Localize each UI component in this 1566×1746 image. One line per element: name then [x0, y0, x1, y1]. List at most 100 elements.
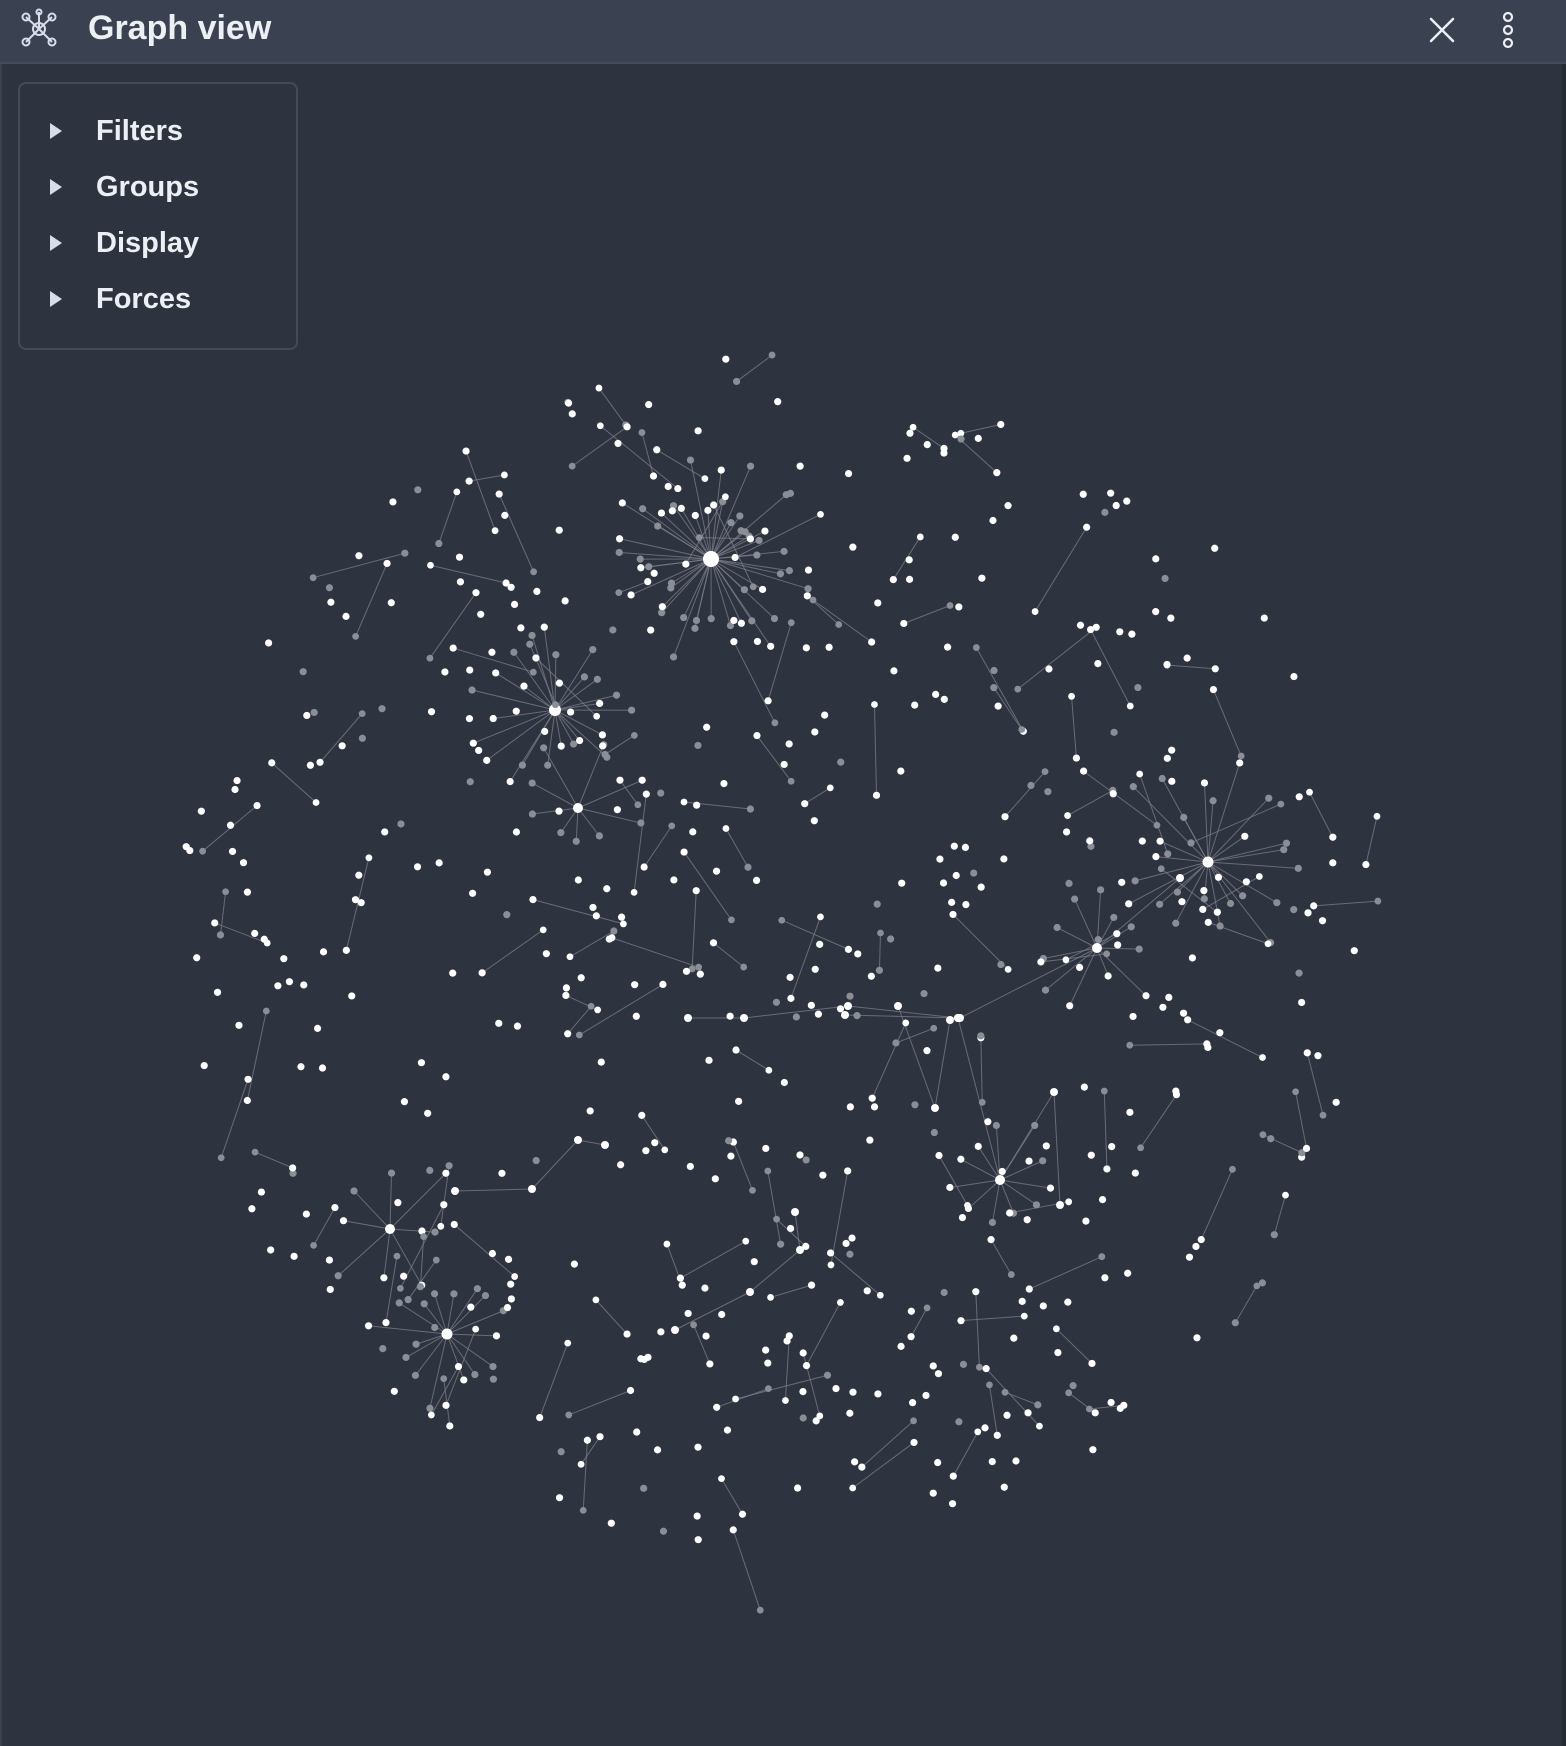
graph-node[interactable] [692, 887, 700, 895]
graph-node[interactable] [844, 1002, 852, 1010]
graph-node[interactable] [1156, 837, 1164, 845]
graph-node[interactable] [1163, 754, 1171, 762]
graph-node[interactable] [431, 1228, 439, 1236]
graph-node[interactable] [903, 454, 911, 462]
graph-node[interactable] [566, 953, 574, 961]
graph-node[interactable] [929, 1362, 937, 1370]
graph-node[interactable] [364, 1322, 373, 1330]
graph-node[interactable] [1362, 860, 1370, 869]
graph-node[interactable] [193, 954, 201, 962]
graph-node[interactable] [1350, 947, 1358, 955]
graph-node[interactable] [794, 1484, 802, 1492]
graph-node[interactable] [416, 1283, 424, 1291]
graph-node[interactable] [449, 969, 457, 977]
graph-node[interactable] [465, 477, 473, 485]
graph-node[interactable] [978, 1098, 986, 1106]
graph-node[interactable] [589, 903, 597, 912]
graph-node[interactable] [934, 1370, 943, 1378]
graph-node[interactable] [730, 616, 738, 625]
graph-node[interactable] [692, 616, 701, 625]
graph-node[interactable] [964, 1201, 971, 1209]
graph-node[interactable] [528, 1185, 536, 1193]
graph-node[interactable] [355, 552, 363, 560]
graph-node[interactable] [816, 1412, 824, 1420]
graph-node[interactable] [1065, 1389, 1073, 1397]
graph-node[interactable] [874, 1390, 882, 1398]
graph-node[interactable] [632, 1012, 640, 1020]
graph-node[interactable] [619, 920, 627, 928]
graph-node[interactable] [823, 1371, 832, 1379]
graph-node[interactable] [1070, 895, 1079, 903]
graph-node[interactable] [1036, 1422, 1043, 1430]
graph-node[interactable] [264, 639, 273, 647]
graph-node[interactable] [890, 667, 898, 675]
graph-node[interactable] [466, 666, 474, 674]
graph-node[interactable] [753, 551, 761, 559]
graph-node[interactable] [503, 911, 511, 919]
graph-node[interactable] [737, 619, 746, 627]
graph-node[interactable] [850, 1458, 859, 1466]
graph-node[interactable] [557, 829, 565, 837]
graph-node[interactable] [693, 801, 701, 809]
graph-node[interactable] [233, 776, 241, 785]
graph-node[interactable] [1200, 886, 1208, 895]
graph-node[interactable] [1065, 879, 1073, 887]
graph-node[interactable] [417, 1059, 426, 1067]
graph-node[interactable] [807, 1001, 815, 1009]
graph-node[interactable] [426, 654, 434, 662]
graph-node[interactable] [1082, 1217, 1090, 1225]
graph-node[interactable] [574, 876, 582, 884]
graph-node[interactable] [710, 501, 718, 509]
graph-node[interactable] [640, 863, 648, 871]
graph-node[interactable] [468, 686, 476, 694]
graph-node[interactable] [435, 539, 443, 548]
graph-node[interactable] [803, 592, 811, 600]
graph-node[interactable] [262, 1007, 270, 1015]
graph-node[interactable] [661, 1146, 669, 1154]
graph-node[interactable] [972, 644, 980, 651]
graph-node[interactable] [542, 950, 550, 958]
graph-node[interactable] [637, 819, 645, 827]
graph-node[interactable] [688, 965, 696, 973]
graph-node[interactable] [771, 719, 779, 727]
graph-node[interactable] [478, 969, 486, 977]
graph-node[interactable] [898, 879, 906, 887]
graph-node[interactable] [222, 888, 230, 896]
graph-node[interactable] [1306, 788, 1313, 796]
graph-node[interactable] [972, 1288, 980, 1296]
graph-node[interactable] [703, 723, 711, 731]
graph-node[interactable] [414, 486, 422, 494]
graph-node[interactable] [568, 410, 576, 418]
graph-node[interactable] [506, 777, 514, 786]
graph-node[interactable] [500, 471, 508, 479]
graph-node[interactable] [841, 1011, 849, 1019]
graph-node[interactable] [549, 704, 561, 716]
graph-node[interactable] [217, 1154, 225, 1162]
graph-node[interactable] [974, 1142, 982, 1150]
graph-node[interactable] [807, 1281, 816, 1289]
graph-node[interactable] [678, 1281, 686, 1289]
graph-node[interactable] [1374, 897, 1382, 905]
graph-node[interactable] [796, 462, 804, 470]
graph-node[interactable] [1168, 746, 1176, 754]
graph-node[interactable] [645, 563, 653, 571]
graph-node[interactable] [649, 472, 658, 480]
graph-node[interactable] [379, 1344, 387, 1353]
graph-node[interactable] [617, 1161, 625, 1169]
graph-node[interactable] [274, 982, 282, 990]
graph-node[interactable] [532, 1156, 540, 1165]
graph-node[interactable] [228, 847, 237, 856]
graph-node[interactable] [1197, 1235, 1205, 1244]
graph-node[interactable] [720, 779, 728, 788]
graph-node[interactable] [440, 1201, 448, 1209]
graph-node[interactable] [609, 626, 617, 634]
graph-node[interactable] [325, 1256, 334, 1264]
graph-node[interactable] [424, 1109, 432, 1117]
graph-node[interactable] [577, 1460, 585, 1468]
graph-node[interactable] [816, 940, 824, 948]
graph-node[interactable] [608, 934, 616, 942]
graph-node[interactable] [631, 981, 639, 989]
graph-node[interactable] [958, 1213, 967, 1222]
graph-node[interactable] [528, 779, 536, 787]
graph-node[interactable] [832, 1384, 840, 1393]
